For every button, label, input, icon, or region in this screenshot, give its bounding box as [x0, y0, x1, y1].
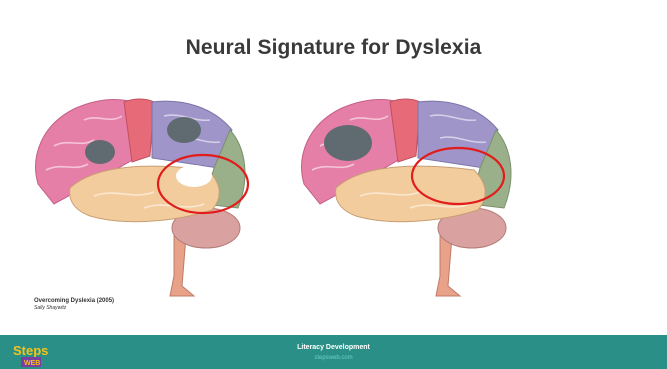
- slide-title: Neural Signature for Dyslexia: [0, 36, 667, 60]
- citation-author: Sally Shaywitz: [34, 305, 114, 311]
- footer-url: stepsweb.com: [0, 355, 667, 361]
- brain-illustration-left: [24, 86, 264, 301]
- svg-text:Steps: Steps: [13, 343, 48, 358]
- footer-bar: [0, 335, 667, 369]
- svg-text:WEB: WEB: [24, 360, 40, 367]
- citation: Overcoming Dyslexia (2005) Sally Shaywit…: [34, 298, 114, 311]
- lesion-spot-frontal: [324, 125, 372, 161]
- steps-logo: Steps WEB: [12, 338, 54, 369]
- lesion-spot-frontal: [85, 140, 115, 164]
- inactive-region-spot: [176, 165, 212, 187]
- citation-book: Overcoming Dyslexia (2005): [34, 298, 114, 305]
- footer-title: Literacy Development: [0, 344, 667, 351]
- brain-illustration-right: [290, 86, 530, 301]
- lesion-spot-parietal: [167, 117, 201, 143]
